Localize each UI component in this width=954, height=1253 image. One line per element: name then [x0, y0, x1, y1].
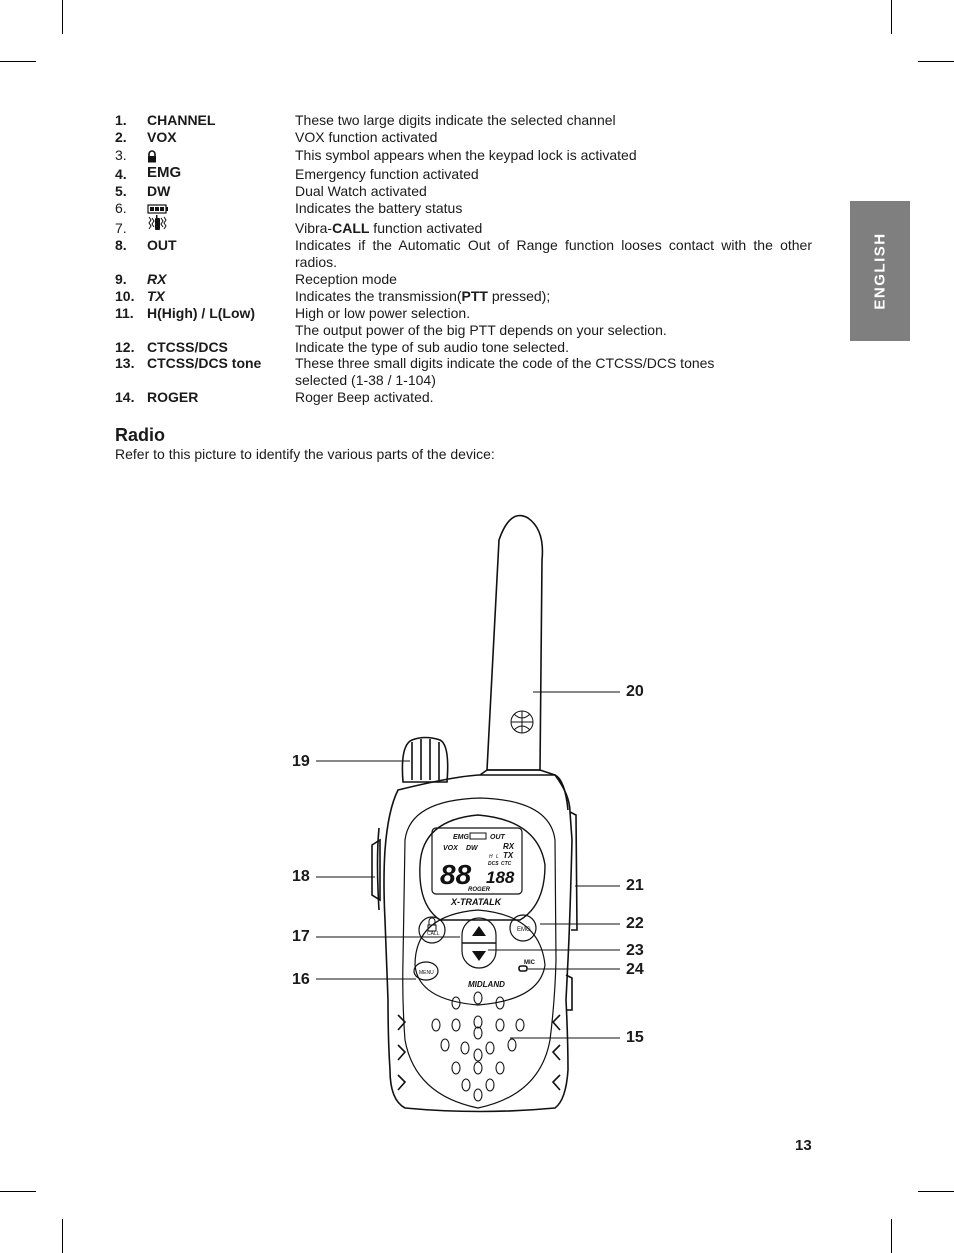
page-number: 13	[795, 1137, 812, 1154]
lcd-ctc: CTC	[501, 861, 512, 867]
crop-mark	[0, 1191, 36, 1192]
menu-label: MENU	[419, 970, 434, 976]
crop-mark	[62, 1219, 63, 1253]
up-arrow-icon	[472, 926, 486, 936]
crop-mark	[0, 61, 36, 62]
lcd-dcs: DCS	[488, 861, 499, 867]
item-desc: These two large digits indicate the sele…	[295, 112, 616, 128]
item-desc: High or low power selection.The output p…	[295, 305, 667, 338]
callout-label: 23	[626, 942, 644, 959]
call-button	[418, 916, 446, 944]
item-desc: VOX function activated	[295, 129, 438, 145]
item-term: ROGER	[147, 389, 199, 405]
lcd-l: L	[496, 854, 499, 860]
item-desc: These three small digits indicate the co…	[295, 355, 715, 388]
item-term: H(High) / L(Low)	[147, 305, 256, 321]
item-number: 4.	[115, 166, 127, 182]
crop-mark	[891, 0, 892, 34]
section-intro: Refer to this picture to identify the va…	[115, 446, 495, 462]
lcd-battery-icon	[469, 832, 487, 840]
item-term: OUT	[147, 237, 177, 253]
item-number: 8.	[115, 237, 127, 253]
callout-label: 15	[626, 1029, 644, 1046]
down-arrow-icon	[472, 951, 486, 961]
item-number: 7.	[115, 220, 127, 236]
call-label: CALL	[427, 931, 440, 937]
lcd-emg: EMG	[453, 834, 470, 841]
item-number: 13.	[115, 355, 135, 371]
item-desc: Reception mode	[295, 271, 397, 287]
volume-knob	[401, 736, 449, 783]
vibra-call-icon	[147, 214, 167, 232]
mic-port	[518, 965, 528, 972]
item-number: 6.	[115, 200, 127, 216]
item-number: 3.	[115, 147, 127, 163]
item-number: 1.	[115, 112, 127, 128]
item-term: CTCSS/DCS tone	[147, 355, 262, 371]
lcd-rx: RX	[503, 842, 515, 851]
item-term: RX	[147, 271, 167, 287]
callout-label: 21	[626, 877, 644, 894]
callout-label: 19	[292, 753, 310, 770]
item-number: 12.	[115, 339, 135, 355]
antenna	[486, 514, 544, 771]
item-term: DW	[147, 183, 171, 199]
item-desc: Indicate the type of sub audio tone sele…	[295, 339, 569, 355]
lcd-vox: VOX	[443, 845, 459, 852]
callout-label: 18	[292, 868, 310, 885]
item-number: 9.	[115, 271, 127, 287]
item-number: 14.	[115, 389, 135, 405]
lcd-h: H	[489, 854, 493, 860]
lcd-tx: TX	[503, 851, 514, 860]
battery-icon	[147, 200, 169, 217]
item-desc: Emergency function activated	[295, 166, 479, 182]
model-name: X-TRATALK	[450, 897, 503, 907]
globe-logo-icon	[510, 710, 534, 734]
emg-label: EMG	[517, 927, 531, 933]
mic-label: MIC	[524, 960, 536, 966]
lcd-roger: ROGER	[468, 887, 491, 893]
display-bezel	[419, 814, 546, 921]
radio-body	[383, 774, 573, 1113]
item-desc: Roger Beep activated.	[295, 389, 434, 405]
callout-label: 16	[292, 971, 310, 988]
item-number: 10.	[115, 288, 135, 304]
item-term: TX	[147, 288, 165, 304]
item-desc: Vibra-CALL function activated	[295, 220, 483, 236]
item-number: 2.	[115, 129, 127, 145]
lock-icon	[147, 147, 157, 164]
item-desc: Indicates if the Automatic Out of Range …	[295, 237, 812, 270]
item-term: CTCSS/DCS	[147, 339, 228, 355]
callout-label: 24	[626, 961, 644, 978]
item-desc: This symbol appears when the keypad lock…	[295, 147, 637, 163]
crop-mark	[891, 1219, 892, 1253]
lcd-channel-digits: 88	[440, 859, 472, 890]
item-desc: Dual Watch activated	[295, 183, 427, 199]
lcd-screen	[431, 827, 523, 895]
language-tab: ENGLISH	[850, 201, 910, 341]
lcd-out: OUT	[490, 834, 506, 841]
crop-mark	[918, 1191, 954, 1192]
item-desc: Indicates the battery status	[295, 200, 463, 216]
speaker-grille	[431, 991, 525, 1102]
lock-icon	[427, 917, 437, 932]
brand-logo: MIDLAND	[468, 980, 505, 989]
item-number: 5.	[115, 183, 127, 199]
callout-label: 17	[292, 928, 310, 945]
emg-button	[509, 914, 537, 942]
lcd-dw: DW	[466, 845, 479, 852]
item-term: EMG	[147, 164, 182, 181]
item-desc: Indicates the transmission(PTT pressed);	[295, 288, 551, 304]
item-term: VOX	[147, 129, 177, 145]
crop-mark	[918, 61, 954, 62]
callout-label: 20	[626, 683, 644, 700]
item-number: 11.	[115, 305, 134, 321]
menu-button	[413, 961, 439, 981]
callout-label: 22	[626, 915, 644, 932]
crop-mark	[62, 0, 63, 34]
lcd-tone-digits: 188	[486, 868, 515, 887]
section-title: Radio	[115, 425, 166, 445]
item-term: CHANNEL	[147, 112, 216, 128]
